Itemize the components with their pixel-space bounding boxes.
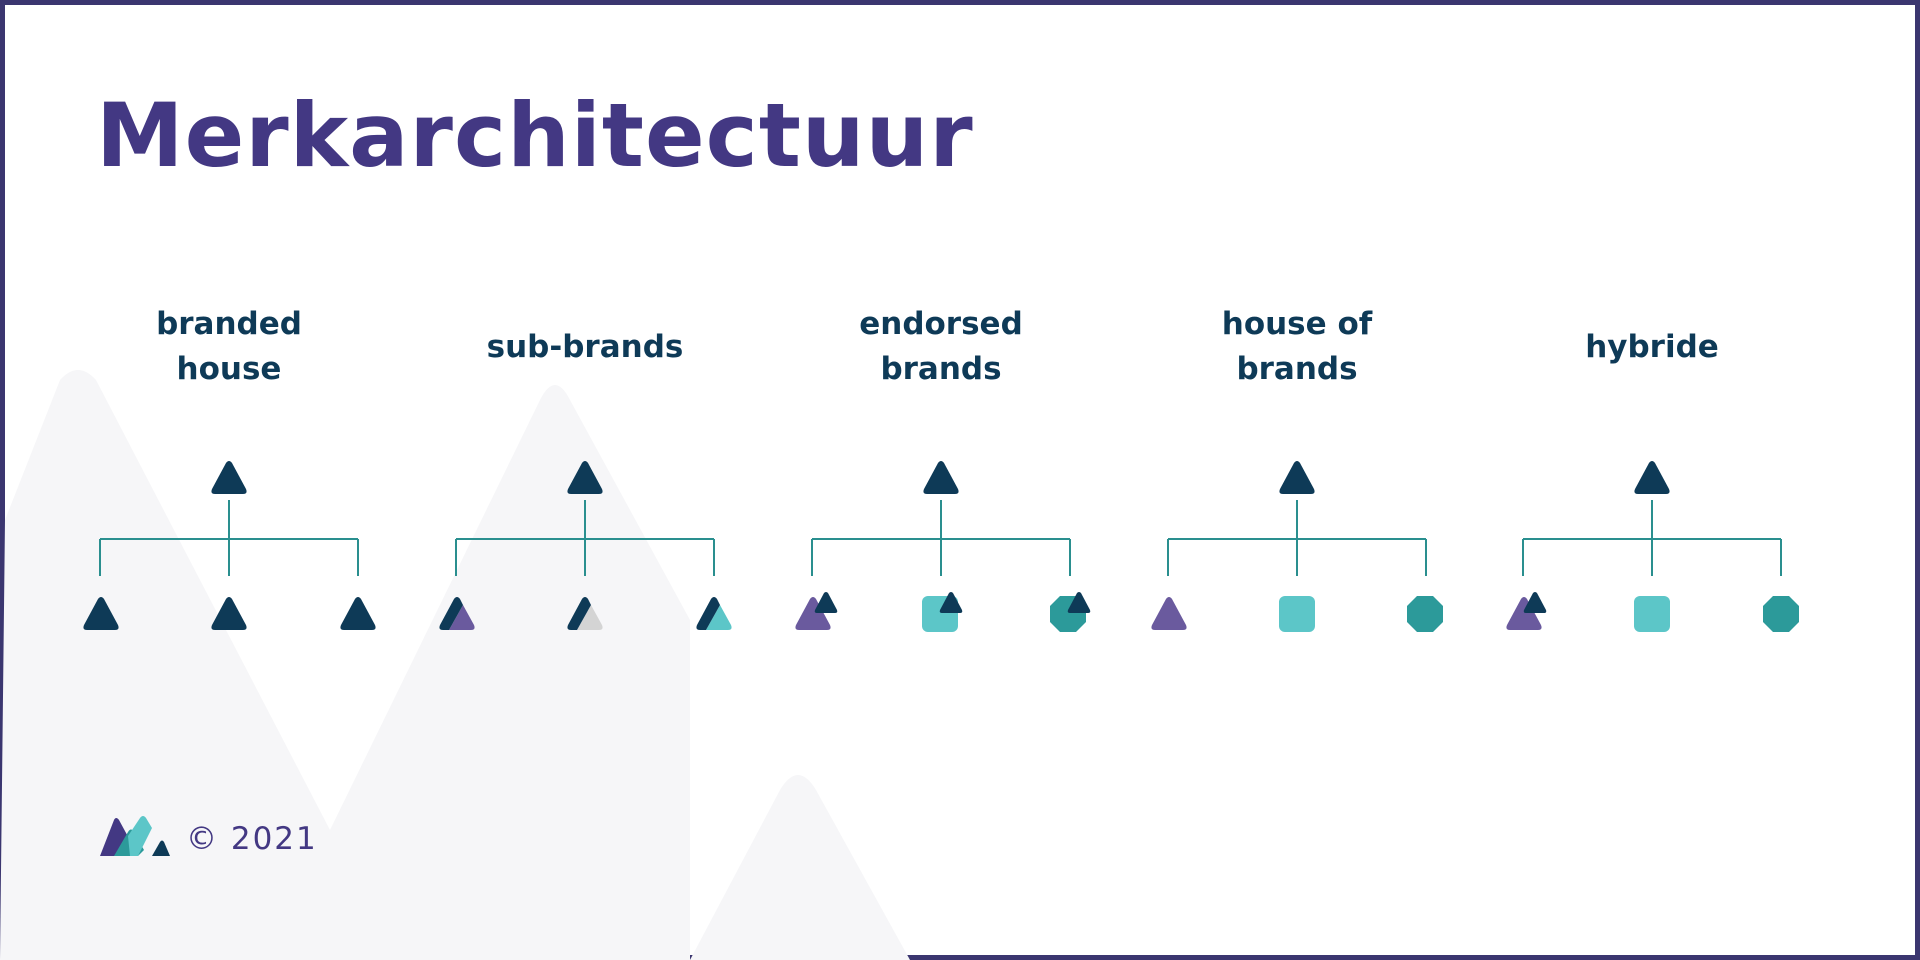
- teal-octagon-with-navy-badge-icon: [1050, 592, 1091, 632]
- sub-brands-tree: [439, 461, 732, 630]
- label-endorsed-brands: endorsed brands: [859, 306, 1023, 387]
- copyright-text: © 2021: [186, 821, 318, 857]
- navy-triangle-icon: [340, 597, 376, 630]
- purple-triangle-with-navy-badge-icon: [795, 592, 838, 630]
- teal-octagon-icon: [1763, 596, 1799, 632]
- company-logo: [100, 816, 170, 856]
- navy-grey-split-triangle-icon: [567, 597, 603, 630]
- label-sub-brands: sub-brands: [486, 329, 684, 365]
- parent-brand-triangle-icon: [1634, 461, 1670, 494]
- hybride-tree: [1506, 461, 1799, 632]
- parent-brand-triangle-icon: [567, 461, 603, 494]
- purple-triangle-with-navy-badge-icon: [1506, 592, 1547, 630]
- branded-house-tree: [83, 461, 376, 630]
- navy-triangle-icon: [211, 597, 247, 630]
- connector-lines: [1522, 500, 1782, 576]
- endorsed-brands-tree: [795, 461, 1091, 632]
- parent-brand-triangle-icon: [923, 461, 959, 494]
- label-house-of-brands: house of brands: [1221, 306, 1373, 387]
- teal-square-with-navy-badge-icon: [922, 592, 963, 632]
- navy-teal-split-triangle-icon: [696, 597, 732, 630]
- connector-lines: [99, 500, 359, 576]
- teal-square-icon: [1279, 596, 1315, 632]
- parent-brand-triangle-icon: [1279, 461, 1315, 494]
- connector-lines: [1167, 500, 1427, 576]
- navy-triangle-icon: [83, 597, 119, 630]
- teal-square-icon: [1634, 596, 1670, 632]
- parent-brand-triangle-icon: [211, 461, 247, 494]
- purple-triangle-icon: [1151, 597, 1187, 630]
- teal-octagon-icon: [1407, 596, 1443, 632]
- connector-lines: [811, 500, 1071, 576]
- navy-purple-split-triangle-icon: [439, 597, 475, 630]
- page-title: Merkarchitectuur: [96, 84, 974, 187]
- house-of-brands-tree: [1151, 461, 1443, 632]
- label-branded-house: branded house: [156, 306, 302, 387]
- label-hybride: hybride: [1585, 329, 1719, 365]
- connector-lines: [455, 500, 715, 576]
